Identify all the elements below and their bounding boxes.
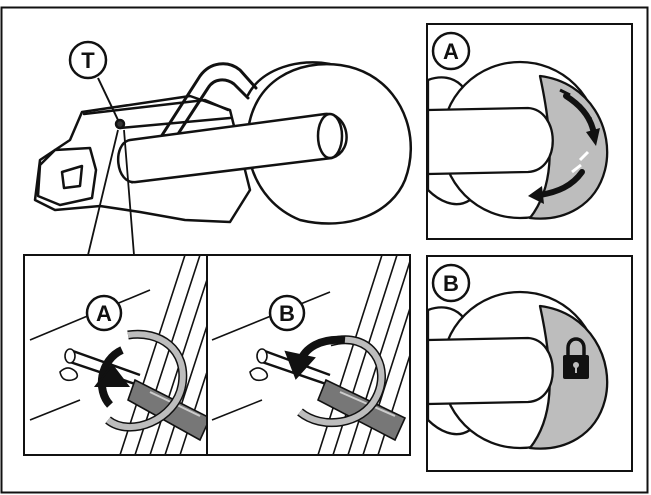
callout-b-zoom-label: B <box>279 301 295 326</box>
curved-arrows-icon <box>528 93 600 204</box>
callout-a-guard: A <box>431 31 471 71</box>
main-saw-view <box>33 61 413 225</box>
callout-t-label: T <box>81 48 95 73</box>
padlock-icon <box>563 337 589 379</box>
callout-b-zoom: B <box>268 294 306 332</box>
tool-point-screw <box>114 118 126 130</box>
zoom-panel-a: A <box>23 254 208 456</box>
zoom-pointer <box>87 129 135 256</box>
callout-b-guard: B <box>431 263 471 303</box>
guard-panel-a: A <box>426 23 633 240</box>
zoom-panel-b: B <box>206 254 411 456</box>
front-handle <box>130 62 258 184</box>
guard-gray-area-a <box>528 74 609 220</box>
rotate-arrow-b <box>284 335 386 428</box>
rotate-arrow-a <box>93 329 188 432</box>
callout-a-zoom-label: A <box>96 301 112 326</box>
guard-panel-b: B <box>426 255 633 472</box>
callout-t: T <box>68 40 119 121</box>
callout-a-zoom: A <box>85 294 123 332</box>
callout-a-guard-label: A <box>443 39 459 64</box>
callout-b-guard-label: B <box>443 271 459 296</box>
